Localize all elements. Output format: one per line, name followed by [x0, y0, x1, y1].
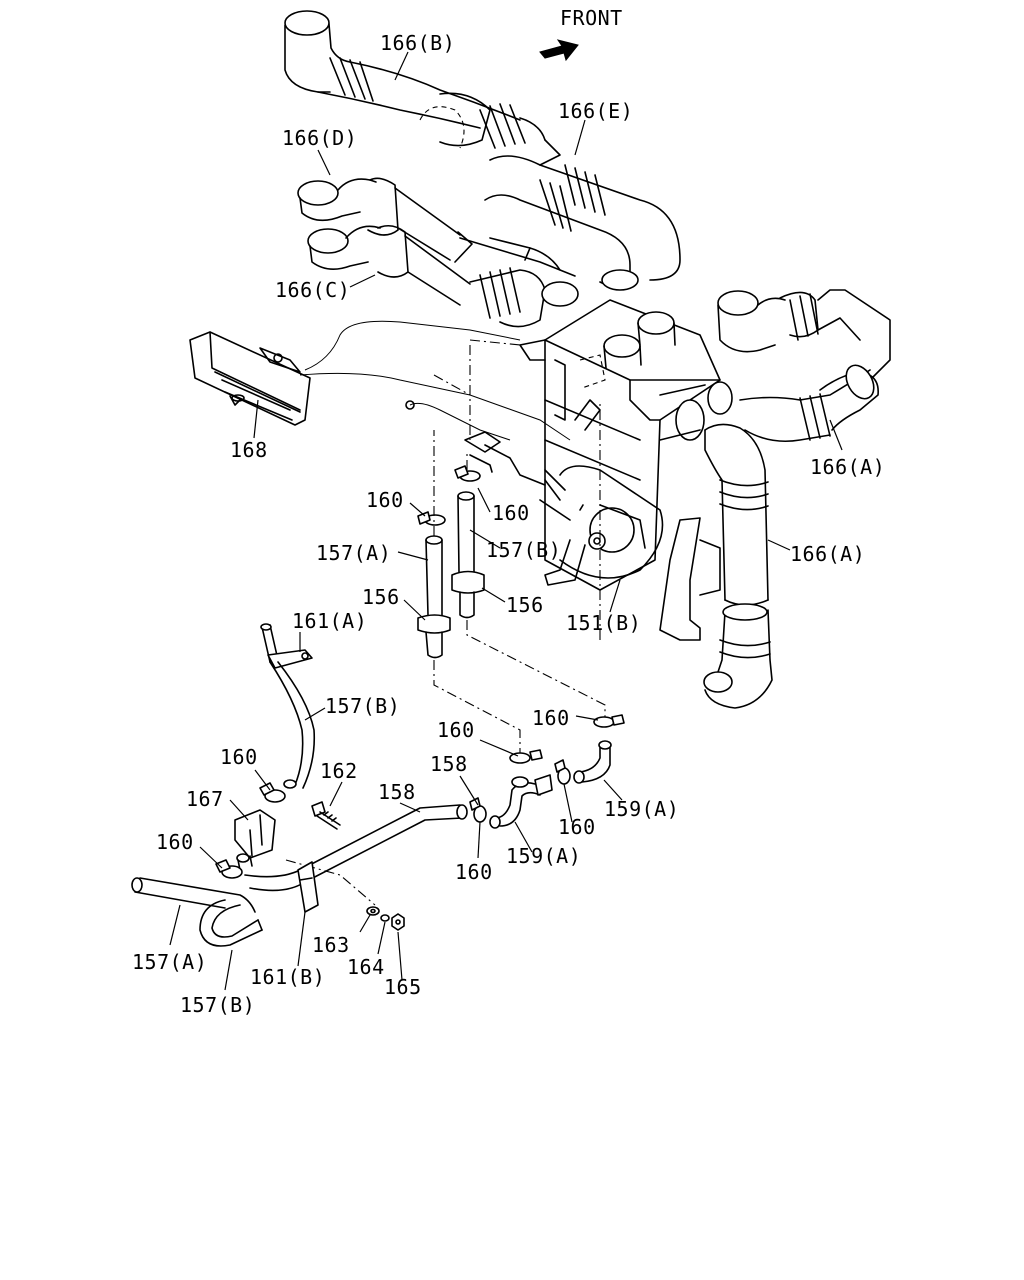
label-160-e: 160: [220, 745, 258, 769]
clamps-160-upper: [417, 465, 481, 526]
label-166b: 166(B): [380, 31, 455, 55]
label-161a: 161(A): [292, 609, 367, 633]
label-157b-bottom: 157(B): [180, 993, 255, 1017]
part-labels: 166(B) 166(E) 166(D) 166(C) 166(A) 166(A…: [132, 31, 885, 1017]
pipe-157a-upper: [417, 535, 451, 659]
label-164: 164: [347, 955, 385, 979]
front-indicator: FRONT: [539, 6, 623, 62]
label-160-d: 160: [532, 706, 570, 730]
pipe-159a-lower: [469, 774, 553, 829]
washer-nut-163-165: [366, 906, 405, 931]
label-166c: 166(C): [275, 278, 350, 302]
duct-166e: [484, 139, 681, 291]
label-165: 165: [384, 975, 422, 999]
duct-166a-lower: [703, 423, 773, 709]
pipe-158: [244, 804, 468, 913]
duct-166d: [297, 177, 473, 263]
label-162: 162: [320, 759, 358, 783]
label-157a-top: 157(A): [316, 541, 391, 565]
label-151b: 151(B): [566, 611, 641, 635]
label-161b: 161(B): [250, 965, 325, 989]
pipe-157a-bottom: [131, 877, 256, 913]
pipe-157b-bottom: [199, 899, 263, 947]
label-158-b: 158: [378, 780, 416, 804]
pipe-161a-157b: [260, 623, 316, 789]
label-160-a: 160: [366, 488, 404, 512]
pipe-159a-upper: [554, 740, 612, 785]
label-160-b: 160: [492, 501, 530, 525]
duct-166b: [284, 10, 546, 149]
label-159a-a: 159(A): [604, 797, 679, 821]
label-157a-bottom: 157(A): [132, 950, 207, 974]
label-159a-b: 159(A): [506, 844, 581, 868]
duct-166c: [307, 224, 579, 328]
label-160-c: 160: [437, 718, 475, 742]
leader-lines: [169, 51, 843, 991]
label-166d: 166(D): [282, 126, 357, 150]
label-166e: 166(E): [558, 99, 633, 123]
label-163: 163: [312, 933, 350, 957]
label-160-g: 160: [558, 815, 596, 839]
label-156-b: 156: [506, 593, 544, 617]
heater-unit-151b: [519, 299, 733, 641]
label-157b-mid: 157(B): [325, 694, 400, 718]
label-168: 168: [230, 438, 268, 462]
pipe-157b-upper: [451, 491, 485, 619]
front-label: FRONT: [560, 6, 623, 30]
label-156-a: 156: [362, 585, 400, 609]
label-160-h: 160: [455, 860, 493, 884]
clamps-160-mid: [509, 714, 625, 764]
duct-166a-upper: [717, 289, 891, 443]
label-160-f: 160: [156, 830, 194, 854]
label-157b-top: 157(B): [486, 538, 561, 562]
label-166a-mid: 166(A): [790, 542, 865, 566]
front-arrow-icon: [539, 39, 579, 62]
label-167: 167: [186, 787, 224, 811]
control-panel-168: [189, 320, 571, 486]
bolt-162: [311, 801, 341, 830]
label-158-a: 158: [430, 752, 468, 776]
valve-167: [215, 782, 286, 879]
label-166a-top: 166(A): [810, 455, 885, 479]
